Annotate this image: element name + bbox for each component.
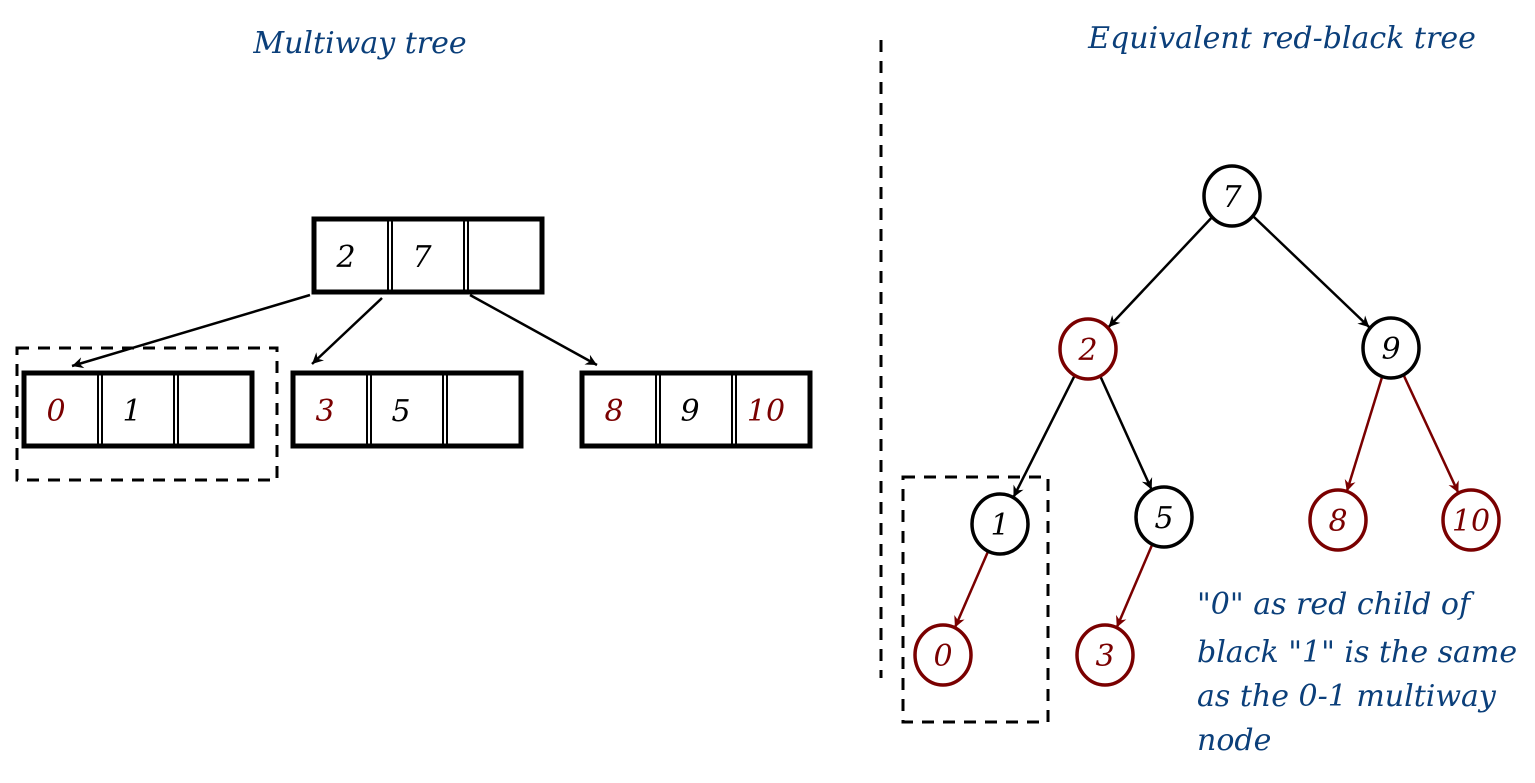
- node-label: 2: [1077, 333, 1097, 368]
- tree-node-8: 8: [1308, 488, 1368, 552]
- node-label: 10: [1452, 504, 1490, 539]
- edge-n9-n8: [1344, 374, 1384, 492]
- node-circle: [1058, 317, 1118, 381]
- key-cell: 0: [46, 394, 65, 429]
- node-label: 1: [990, 508, 1009, 543]
- multiway-tree-title: Multiway tree: [252, 26, 466, 61]
- edge-n9-n10: [1401, 372, 1460, 494]
- tree-node-10: 10: [1441, 488, 1501, 552]
- node-circle: [1202, 164, 1262, 228]
- node-circle: [1361, 316, 1421, 380]
- explanation-note: "0" as red child of black "1" is the sam…: [1197, 587, 1527, 758]
- key-cell: 3: [315, 394, 334, 429]
- note-line: black "1" is the same: [1197, 635, 1517, 670]
- tree-node-2: 2: [1058, 317, 1118, 381]
- node-circle: [970, 492, 1030, 556]
- node-border: [290, 370, 524, 449]
- node-circle: [1134, 485, 1194, 549]
- tree-node-1: 1: [970, 492, 1030, 556]
- edge-n2-n5: [1098, 373, 1153, 491]
- node-label: 5: [1154, 501, 1173, 536]
- note-line: node: [1197, 723, 1271, 758]
- tree-node-5: 5: [1134, 485, 1194, 549]
- edge-n5-n3: [1115, 542, 1155, 628]
- red-black-tree-title: Equivalent red-black tree: [1087, 21, 1476, 56]
- tree-node-9: 9: [1361, 316, 1421, 380]
- child-pointer-arrow: [311, 297, 383, 365]
- tree-node-7: 7: [1202, 164, 1262, 228]
- edge-n2-n1: [1012, 373, 1077, 498]
- key-cell: 2: [335, 240, 355, 275]
- multiway-highlight-box: [15, 346, 279, 482]
- child-pointer-arrow: [469, 293, 598, 367]
- node-circle: [1441, 488, 1501, 552]
- multiway-node-child-2: 8 9 10: [579, 370, 813, 449]
- node-circle: [1308, 488, 1368, 552]
- child-pointer-arrow: [71, 293, 311, 369]
- note-line: "0" as red child of: [1197, 587, 1475, 622]
- node-label: 3: [1095, 639, 1114, 674]
- key-cell: 7: [412, 240, 432, 275]
- edge-n1-n0: [953, 549, 990, 628]
- node-label: 8: [1328, 504, 1347, 539]
- node-label: 9: [1381, 332, 1400, 367]
- node-border: [21, 370, 255, 449]
- node-label: 7: [1222, 180, 1242, 215]
- node-circle: [913, 623, 973, 687]
- node-circle: [1075, 623, 1135, 687]
- tree-node-3: 3: [1075, 623, 1135, 687]
- node-label: 0: [933, 639, 952, 674]
- node-border: [311, 216, 545, 295]
- key-cell: 1: [122, 394, 141, 429]
- tree-node-0: 0: [913, 623, 973, 687]
- key-cell: 9: [680, 394, 699, 429]
- key-cell: 5: [391, 394, 410, 429]
- edge-n7-n2: [1107, 215, 1214, 329]
- note-line: as the 0-1 multiway: [1197, 679, 1497, 714]
- key-cell: 8: [604, 394, 623, 429]
- rb-highlight-box: [901, 475, 1050, 724]
- key-cell: 10: [747, 394, 785, 429]
- red-black-tree: 7 2 9 1 5 8 10 0 3: [901, 164, 1501, 724]
- node-border: [579, 370, 813, 449]
- edge-n7-n9: [1251, 214, 1371, 329]
